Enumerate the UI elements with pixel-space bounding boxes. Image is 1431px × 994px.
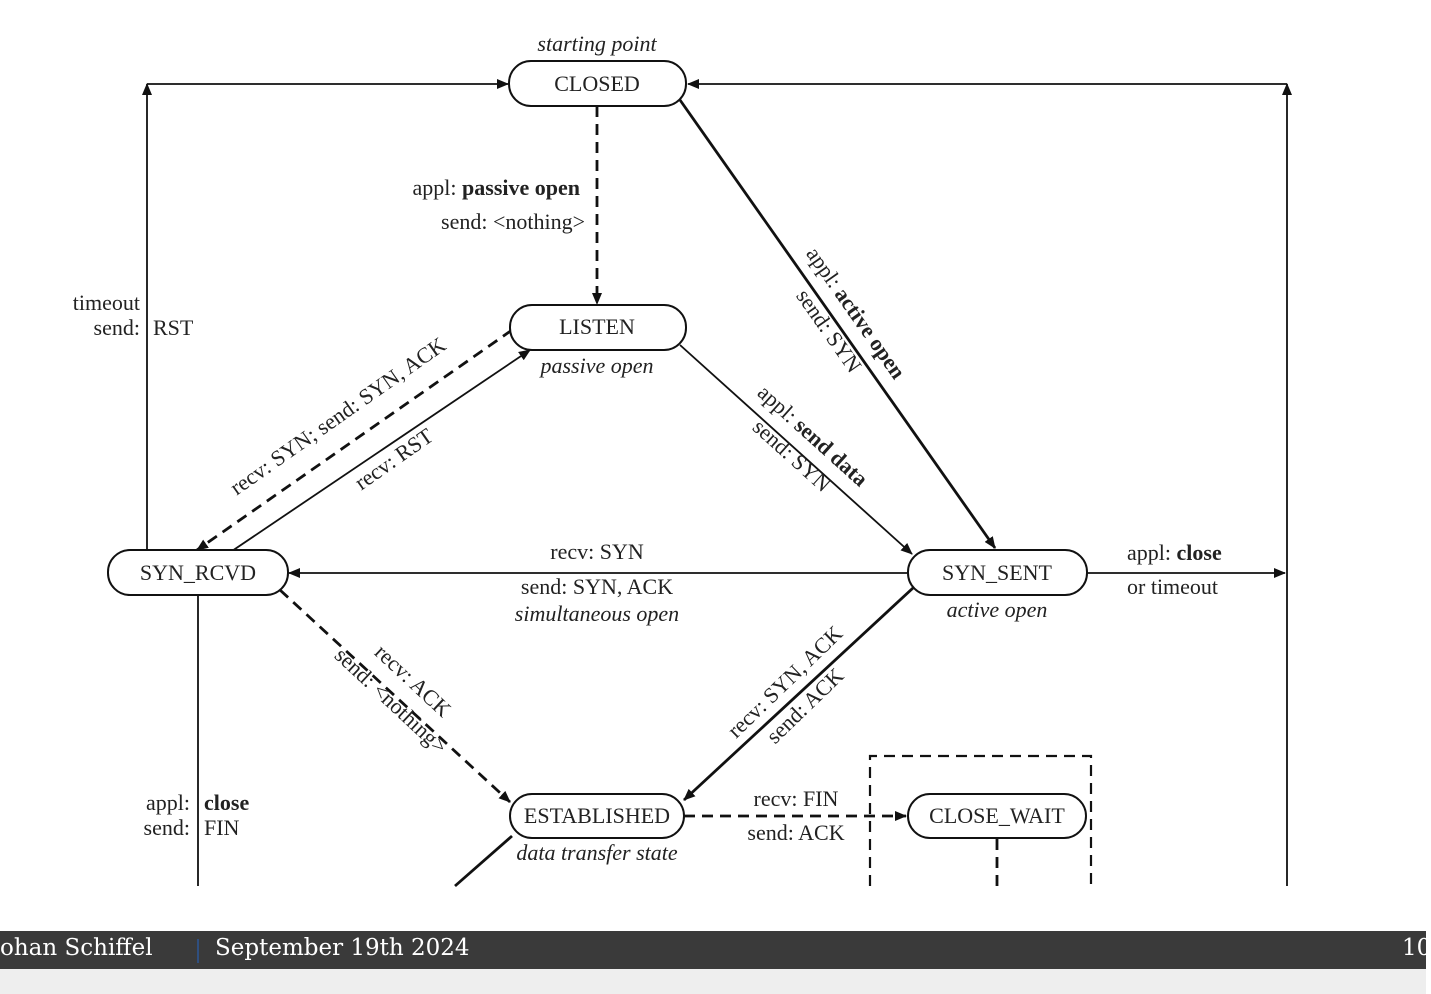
label-recv-fin-send: send: ACK xyxy=(747,820,844,845)
state-listen: LISTEN xyxy=(509,304,687,351)
label-send-fin: send: xyxy=(144,815,190,840)
state-established-label: ESTABLISHED xyxy=(524,803,670,828)
edge-recv-rst xyxy=(231,349,531,552)
label-passive-open-send: send: <nothing> xyxy=(441,209,585,234)
footer-separator xyxy=(197,939,199,963)
state-listen-label: LISTEN xyxy=(559,314,635,339)
footer-bar: ohan Schiffel September 19th 2024 10 xyxy=(0,931,1431,969)
state-closed: CLOSED xyxy=(508,60,687,107)
edge-close-timeout xyxy=(687,79,1292,886)
state-syn-rcvd: SYN_RCVD xyxy=(107,549,289,596)
state-close-wait: CLOSE_WAIT xyxy=(907,793,1087,839)
label-appl-close: appl: xyxy=(146,790,190,815)
passive-close-box xyxy=(868,754,1093,886)
label-passive-open-appl: appl: passive open xyxy=(413,175,580,200)
footer-author: ohan Schiffel xyxy=(0,935,153,961)
bottom-strip xyxy=(0,969,1426,994)
label-recv-syn-send-synack: recv: SYN; send: SYN, ACK xyxy=(225,332,450,500)
state-established: ESTABLISHED xyxy=(509,793,685,839)
state-syn-sent: SYN_SENT xyxy=(907,549,1088,596)
label-send-fin-value: FIN xyxy=(204,815,240,840)
state-close-wait-label: CLOSE_WAIT xyxy=(929,803,1065,828)
footer-page-number: 10 xyxy=(1402,935,1431,961)
edge-timeout-rst xyxy=(142,79,509,550)
label-simultaneous-note: simultaneous open xyxy=(515,601,679,626)
edge-recv-syn-listen xyxy=(196,328,513,552)
label-recv-fin: recv: FIN xyxy=(754,786,839,811)
edge-recv-ack xyxy=(279,588,511,804)
note-starting-point: starting point xyxy=(537,31,657,56)
label-timeout-rst: RST xyxy=(153,315,194,340)
label-timeout-send: send: xyxy=(94,315,140,340)
edge-send-data xyxy=(679,344,913,555)
note-passive-open: passive open xyxy=(538,353,653,378)
footer-date: September 19th 2024 xyxy=(215,935,470,961)
label-appl-close-bold: close xyxy=(204,790,249,815)
state-closed-label: CLOSED xyxy=(554,71,640,96)
label-close-appl: appl: close xyxy=(1127,540,1222,565)
label-close-timeout: or timeout xyxy=(1127,574,1218,599)
label-simultaneous-send: send: SYN, ACK xyxy=(521,574,673,599)
label-simultaneous-recv: recv: SYN xyxy=(550,539,644,564)
note-data-transfer: data transfer state xyxy=(516,840,678,865)
tcp-state-diagram: CLOSED LISTEN SYN_RCVD SYN_SENT ESTABLIS… xyxy=(73,31,1292,888)
note-active-open: active open xyxy=(947,597,1048,622)
state-syn-rcvd-label: SYN_RCVD xyxy=(140,560,256,585)
state-syn-sent-label: SYN_SENT xyxy=(942,560,1053,585)
edge-recv-synack xyxy=(683,586,914,802)
label-timeout: timeout xyxy=(73,290,140,315)
edge-active-open xyxy=(678,99,997,549)
edge-established-out xyxy=(454,834,513,888)
